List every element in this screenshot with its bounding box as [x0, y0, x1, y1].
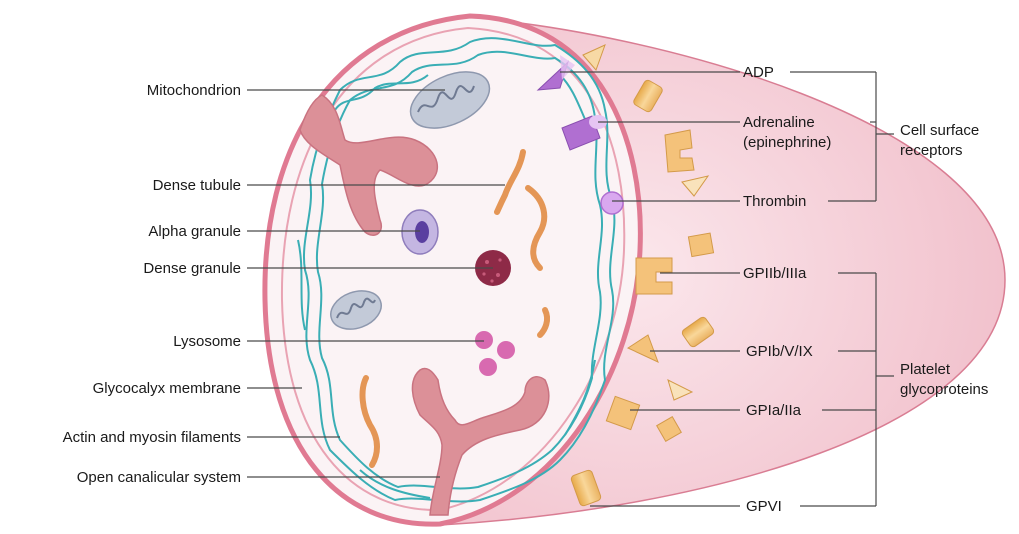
- label-gpvi: GPVI: [746, 498, 782, 515]
- label-adrenaline: Adrenaline: [743, 114, 815, 131]
- label-mitochondrion: Mitochondrion: [147, 82, 241, 99]
- thrombin-receptor: [601, 192, 623, 214]
- alpha-granule: [402, 210, 438, 254]
- label-gpiib-iiia: GPIIb/IIIa: [743, 265, 807, 282]
- label-glycocalyx-membrane: Glycocalyx membrane: [93, 380, 241, 397]
- label-gpib-v-ix: GPIb/V/IX: [746, 343, 813, 360]
- label-gpia-iia: GPIa/IIa: [746, 402, 802, 419]
- label-lysosome: Lysosome: [173, 333, 241, 350]
- label-cell-surface: Cell surface: [900, 122, 979, 139]
- label-receptors: receptors: [900, 142, 963, 159]
- label-platelet: Platelet: [900, 361, 951, 378]
- label-glycoproteins: glycoproteins: [900, 381, 988, 398]
- label-thrombin: Thrombin: [743, 193, 806, 210]
- label-actin-myosin: Actin and myosin filaments: [63, 429, 241, 446]
- label-dense-tubule: Dense tubule: [153, 177, 241, 194]
- label-alpha-granule: Alpha granule: [148, 223, 241, 240]
- label-open-canalicular: Open canalicular system: [77, 469, 241, 486]
- label-dense-granule: Dense granule: [143, 260, 241, 277]
- label-epinephrine: (epinephrine): [743, 134, 831, 151]
- label-adp: ADP: [743, 64, 774, 81]
